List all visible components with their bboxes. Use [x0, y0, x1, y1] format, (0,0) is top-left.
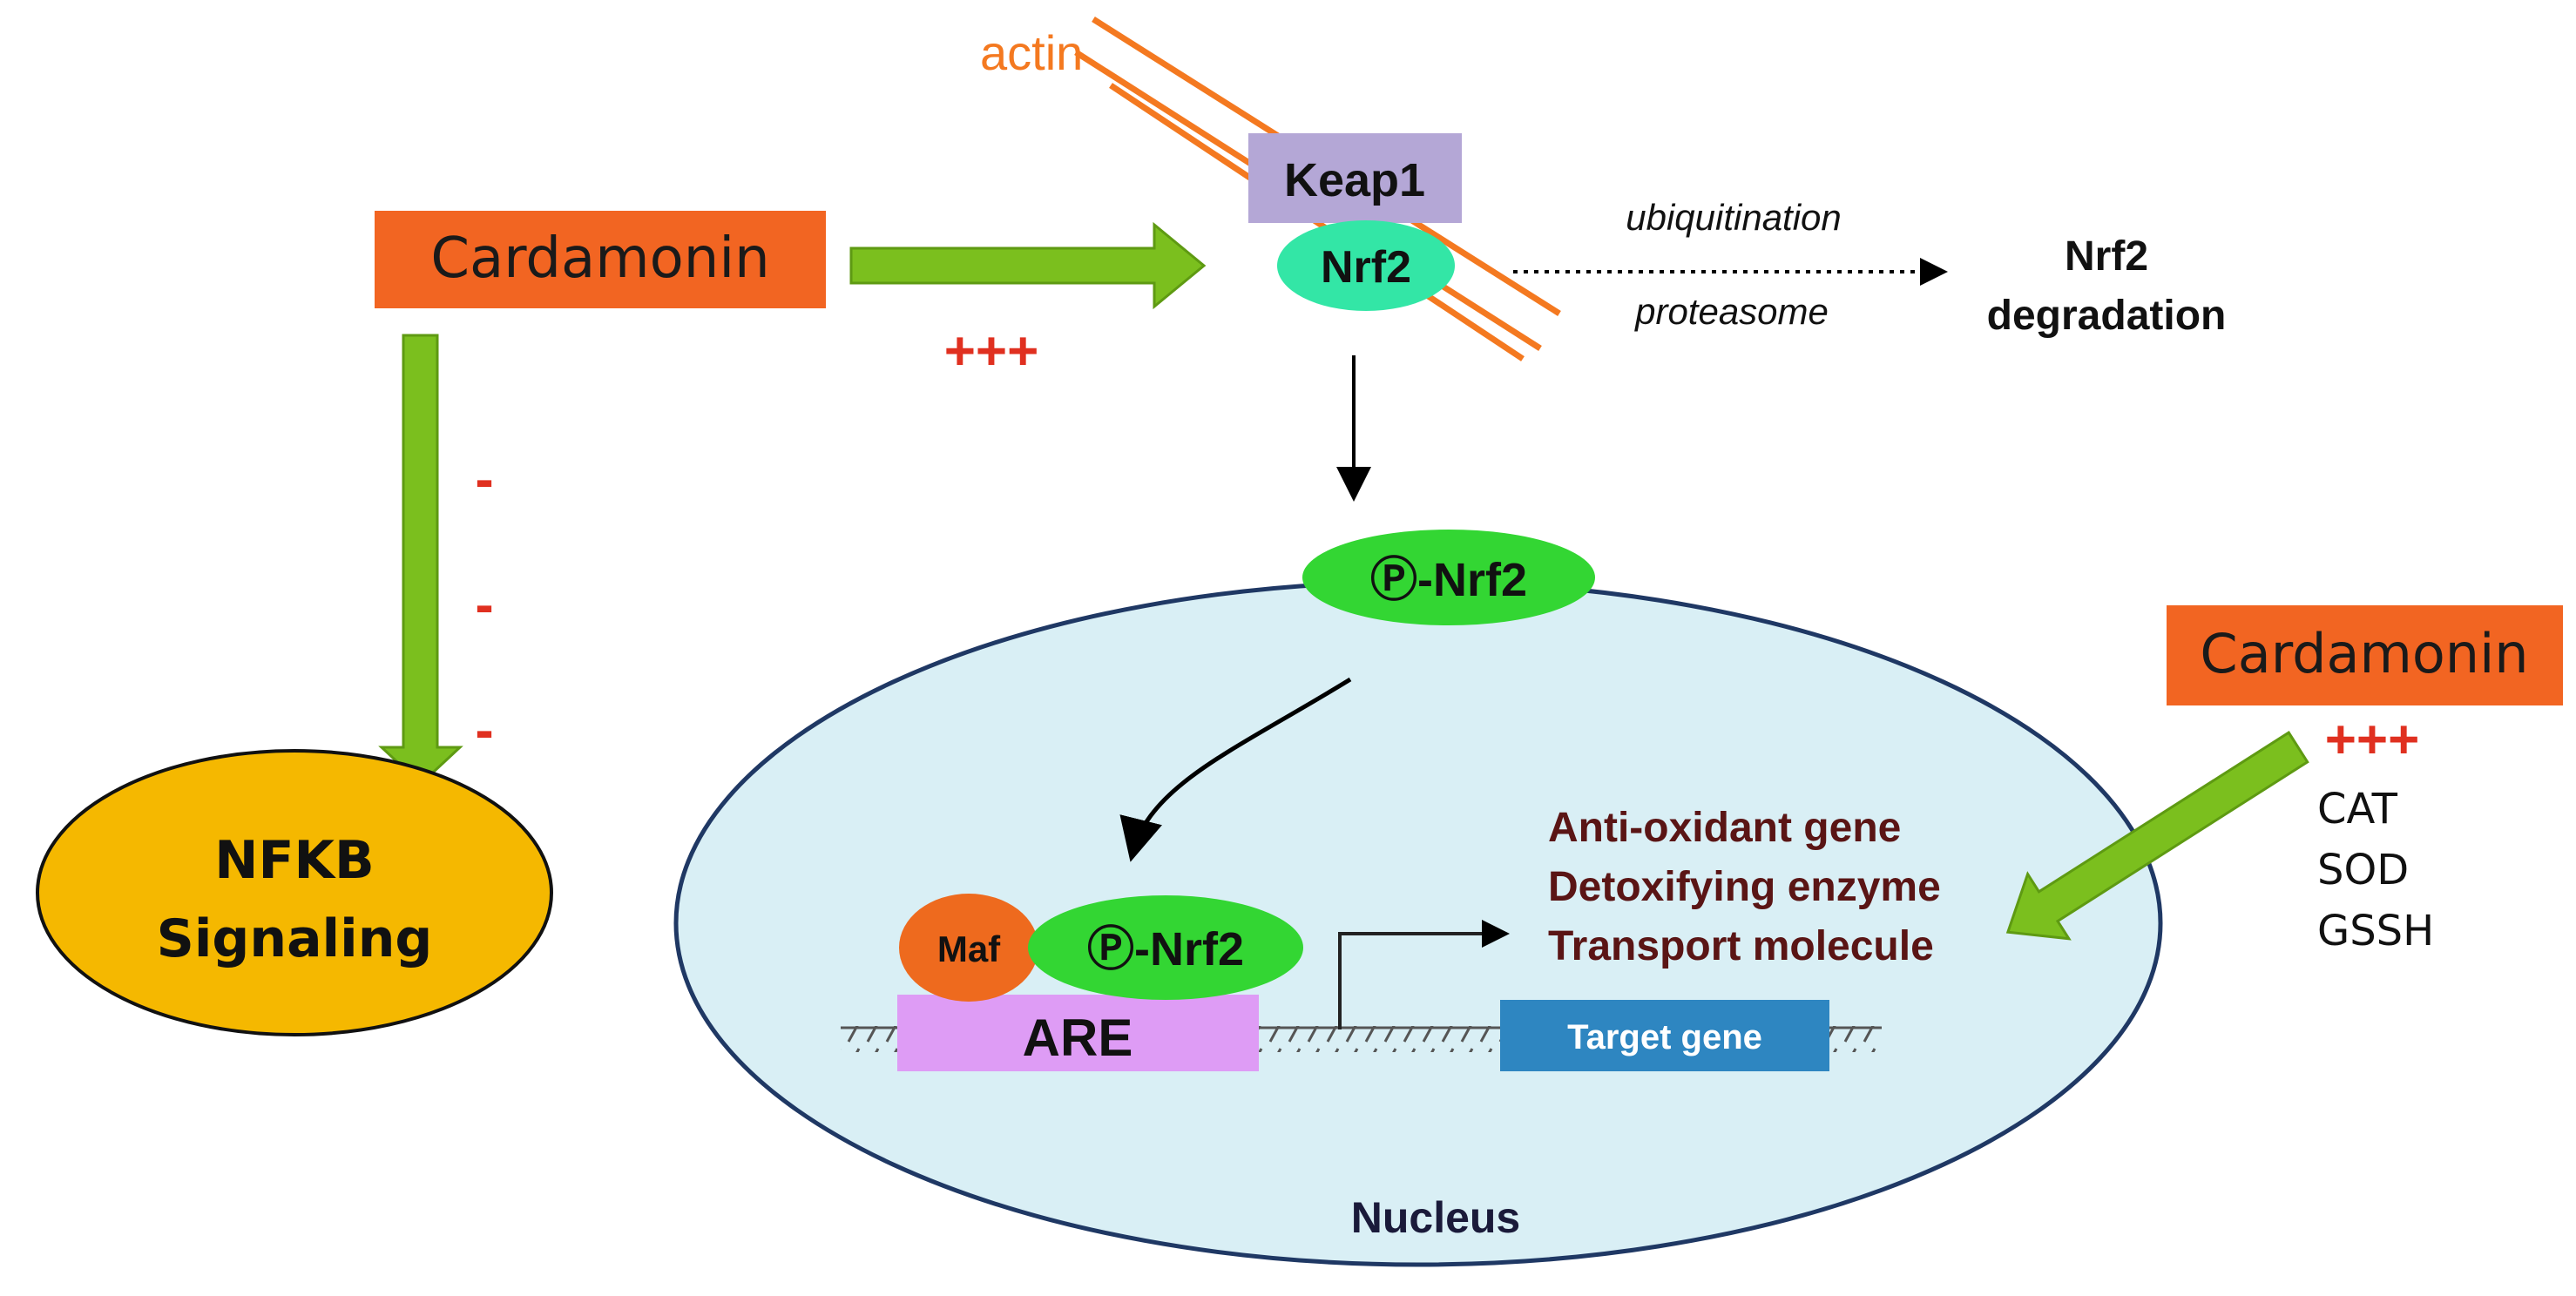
enzyme-cat: CAT	[2317, 785, 2398, 834]
gene-detoxifying: Detoxifying enzyme	[1548, 864, 1941, 910]
gene-transport: Transport molecule	[1548, 923, 1934, 969]
minus-1: -	[475, 448, 493, 510]
p-nrf2-top-ellipse	[1302, 530, 1595, 625]
nucleus-label: Nucleus	[1351, 1193, 1521, 1242]
cardamonin-right-label: Cardamonin	[2200, 622, 2528, 685]
p-nrf2-top-label: Ⓟ-Nrf2	[1370, 554, 1527, 606]
actin-label: actin	[980, 25, 1083, 80]
nrf2-degradation-line1: Nrf2	[2065, 233, 2148, 280]
minus-3: -	[475, 699, 493, 761]
cardamonin-left-label: Cardamonin	[430, 226, 769, 291]
nfkb-signaling-ellipse	[36, 749, 553, 1036]
binding-curved-arrow	[1119, 677, 1352, 862]
p-nrf2-bound-ellipse	[1028, 895, 1303, 1000]
minus-2: -	[475, 573, 493, 636]
maf-ellipse	[899, 894, 1038, 1002]
activation-arrow-diagonal	[2005, 731, 2309, 941]
are-box	[897, 995, 1259, 1071]
plus-top: +++	[944, 321, 1039, 381]
enzyme-sod: SOD	[2317, 846, 2409, 894]
p-nrf2-bound-label: Ⓟ-Nrf2	[1087, 923, 1244, 975]
maf-label: Maf	[937, 928, 1001, 969]
nfkb-label-line1: NFKB	[214, 830, 374, 891]
cardamonin-right-box	[2167, 605, 2563, 705]
proteasome-label: proteasome	[1633, 291, 1829, 332]
nrf2-degradation-line2: degradation	[1987, 293, 2227, 339]
keap1-label: Keap1	[1284, 154, 1425, 206]
are-label: ARE	[1023, 1009, 1133, 1067]
target-gene-box	[1500, 1000, 1829, 1071]
ubiquitination-label: ubiquitination	[1626, 197, 1842, 238]
nfkb-label-line2: Signaling	[157, 908, 433, 969]
target-gene-label: Target gene	[1567, 1018, 1762, 1056]
plus-right: +++	[2325, 710, 2420, 770]
nucleus-ellipse	[673, 579, 2163, 1267]
gene-anti-oxidant: Anti-oxidant gene	[1548, 805, 1901, 851]
keap1-box	[1248, 133, 1462, 223]
nrf2-label: Nrf2	[1321, 242, 1411, 293]
inhibition-arrow-vertical	[378, 334, 463, 786]
nrf2-ellipse	[1277, 220, 1455, 311]
transcription-start-arrow	[1338, 920, 1510, 1029]
activation-arrow-horizontal	[849, 221, 1207, 310]
enzyme-gssh: GSSH	[2317, 907, 2434, 955]
cardamonin-left-box	[375, 211, 826, 308]
